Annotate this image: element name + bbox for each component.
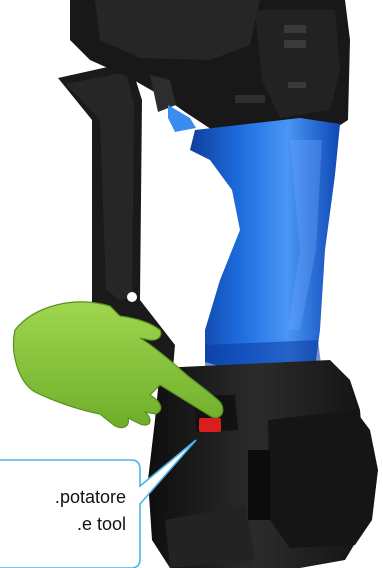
callout-line-1: potatore.: [0, 484, 126, 510]
hole-icon: [127, 292, 137, 302]
blue-grip: [168, 105, 340, 372]
release-button: [199, 418, 221, 432]
callout-line-2: e tool.: [0, 511, 126, 537]
